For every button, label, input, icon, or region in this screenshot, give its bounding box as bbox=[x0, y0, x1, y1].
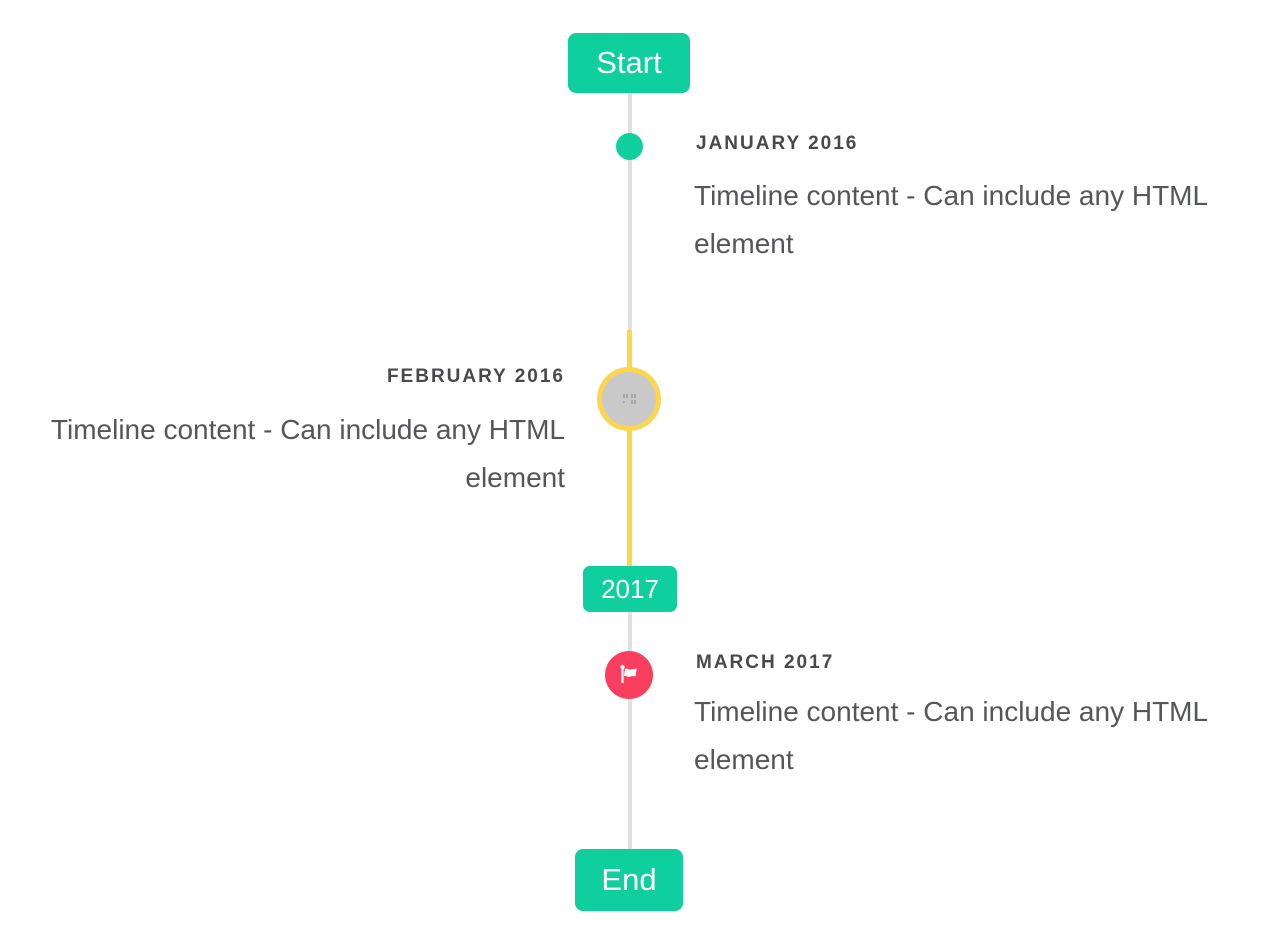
entry-date-label: JANUARY 2016 bbox=[696, 133, 859, 154]
broken-image-icon bbox=[623, 394, 636, 404]
entry-date-label: MARCH 2017 bbox=[696, 652, 835, 673]
timeline-entry-january-2016: JANUARY 2016 Timeline content - Can incl… bbox=[694, 133, 1234, 268]
timeline-entry-february-2016: FEBRUARY 2016 Timeline content - Can inc… bbox=[25, 366, 565, 502]
entry-date-label: FEBRUARY 2016 bbox=[386, 366, 565, 387]
entry-content-text: Timeline content - Can include any HTML … bbox=[694, 180, 1208, 259]
timeline-entry-march-2017: MARCH 2017 Timeline content - Can includ… bbox=[694, 652, 1234, 784]
timeline-marker-dot[interactable] bbox=[616, 133, 643, 160]
timeline-year-badge[interactable]: 2017 bbox=[583, 566, 677, 612]
timeline-marker-image-placeholder[interactable] bbox=[597, 367, 661, 431]
timeline-line-highlight bbox=[627, 330, 632, 567]
timeline-marker-flag[interactable] bbox=[605, 651, 653, 699]
entry-content-text: Timeline content - Can include any HTML … bbox=[694, 696, 1208, 775]
timeline-start-badge[interactable]: Start bbox=[568, 33, 690, 93]
entry-content-text: Timeline content - Can include any HTML … bbox=[50, 414, 565, 493]
flag-icon bbox=[620, 664, 637, 684]
timeline-end-badge[interactable]: End bbox=[575, 849, 683, 911]
